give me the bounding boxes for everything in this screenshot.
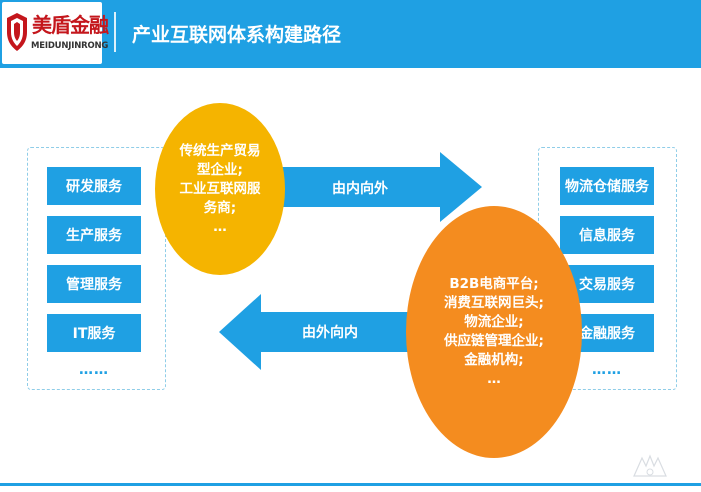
circle-text-line: … [487, 371, 501, 387]
traditional-enterprises-circle: 传统生产贸易 型企业; 工业互联网服 务商; … [155, 103, 285, 275]
service-information: 信息服务 [560, 216, 654, 254]
outward-arrow-icon [270, 152, 482, 222]
circle-text-line: B2B电商平台; [449, 276, 539, 292]
circle-text-line: 型企业; [197, 161, 243, 178]
circle-text-line: 供应链管理企业; [444, 333, 544, 349]
circle-text-line: 物流企业; [464, 314, 524, 330]
circle-text-line: 传统生产贸易 [179, 142, 261, 159]
left-services-panel [27, 147, 166, 390]
logo[interactable]: 美盾金融 MEIDUNJINRONG [2, 2, 109, 64]
platform-enterprises-circle: B2B电商平台; 消费互联网巨头; 物流企业; 供应链管理企业; 金融机构; … [406, 206, 582, 458]
header-divider [114, 12, 116, 52]
circle-text-line: … [213, 218, 227, 235]
inward-arrow-label: 由外向内 [302, 325, 358, 341]
circle-text-line: 务商; [203, 199, 237, 216]
watermark-icon [633, 454, 667, 477]
service-research: 研发服务 [47, 167, 141, 205]
service-management: 管理服务 [47, 265, 141, 303]
header-bar: 美盾金融 MEIDUNJINRONG 产业互联网体系构建路径 [0, 0, 701, 68]
inward-arrow-icon [219, 294, 419, 370]
circle-text-line: 工业互联网服 [179, 180, 261, 197]
logo-chinese-name: 美盾金融 [32, 13, 109, 37]
page-title: 产业互联网体系构建路径 [132, 24, 342, 46]
footer-divider [0, 483, 701, 486]
left-ellipsis: …… [79, 362, 109, 378]
outward-arrow-label: 由内向外 [332, 181, 388, 197]
circle-text-line: 消费互联网巨头; [444, 295, 544, 311]
service-logistics: 物流仓储服务 [560, 167, 654, 205]
service-it: IT服务 [47, 314, 141, 352]
service-production: 生产服务 [47, 216, 141, 254]
right-ellipsis: …… [592, 362, 622, 378]
circle-text-line: 金融机构; [464, 352, 524, 368]
logo-english-name: MEIDUNJINRONG [31, 41, 109, 51]
shield-icon [7, 13, 27, 51]
